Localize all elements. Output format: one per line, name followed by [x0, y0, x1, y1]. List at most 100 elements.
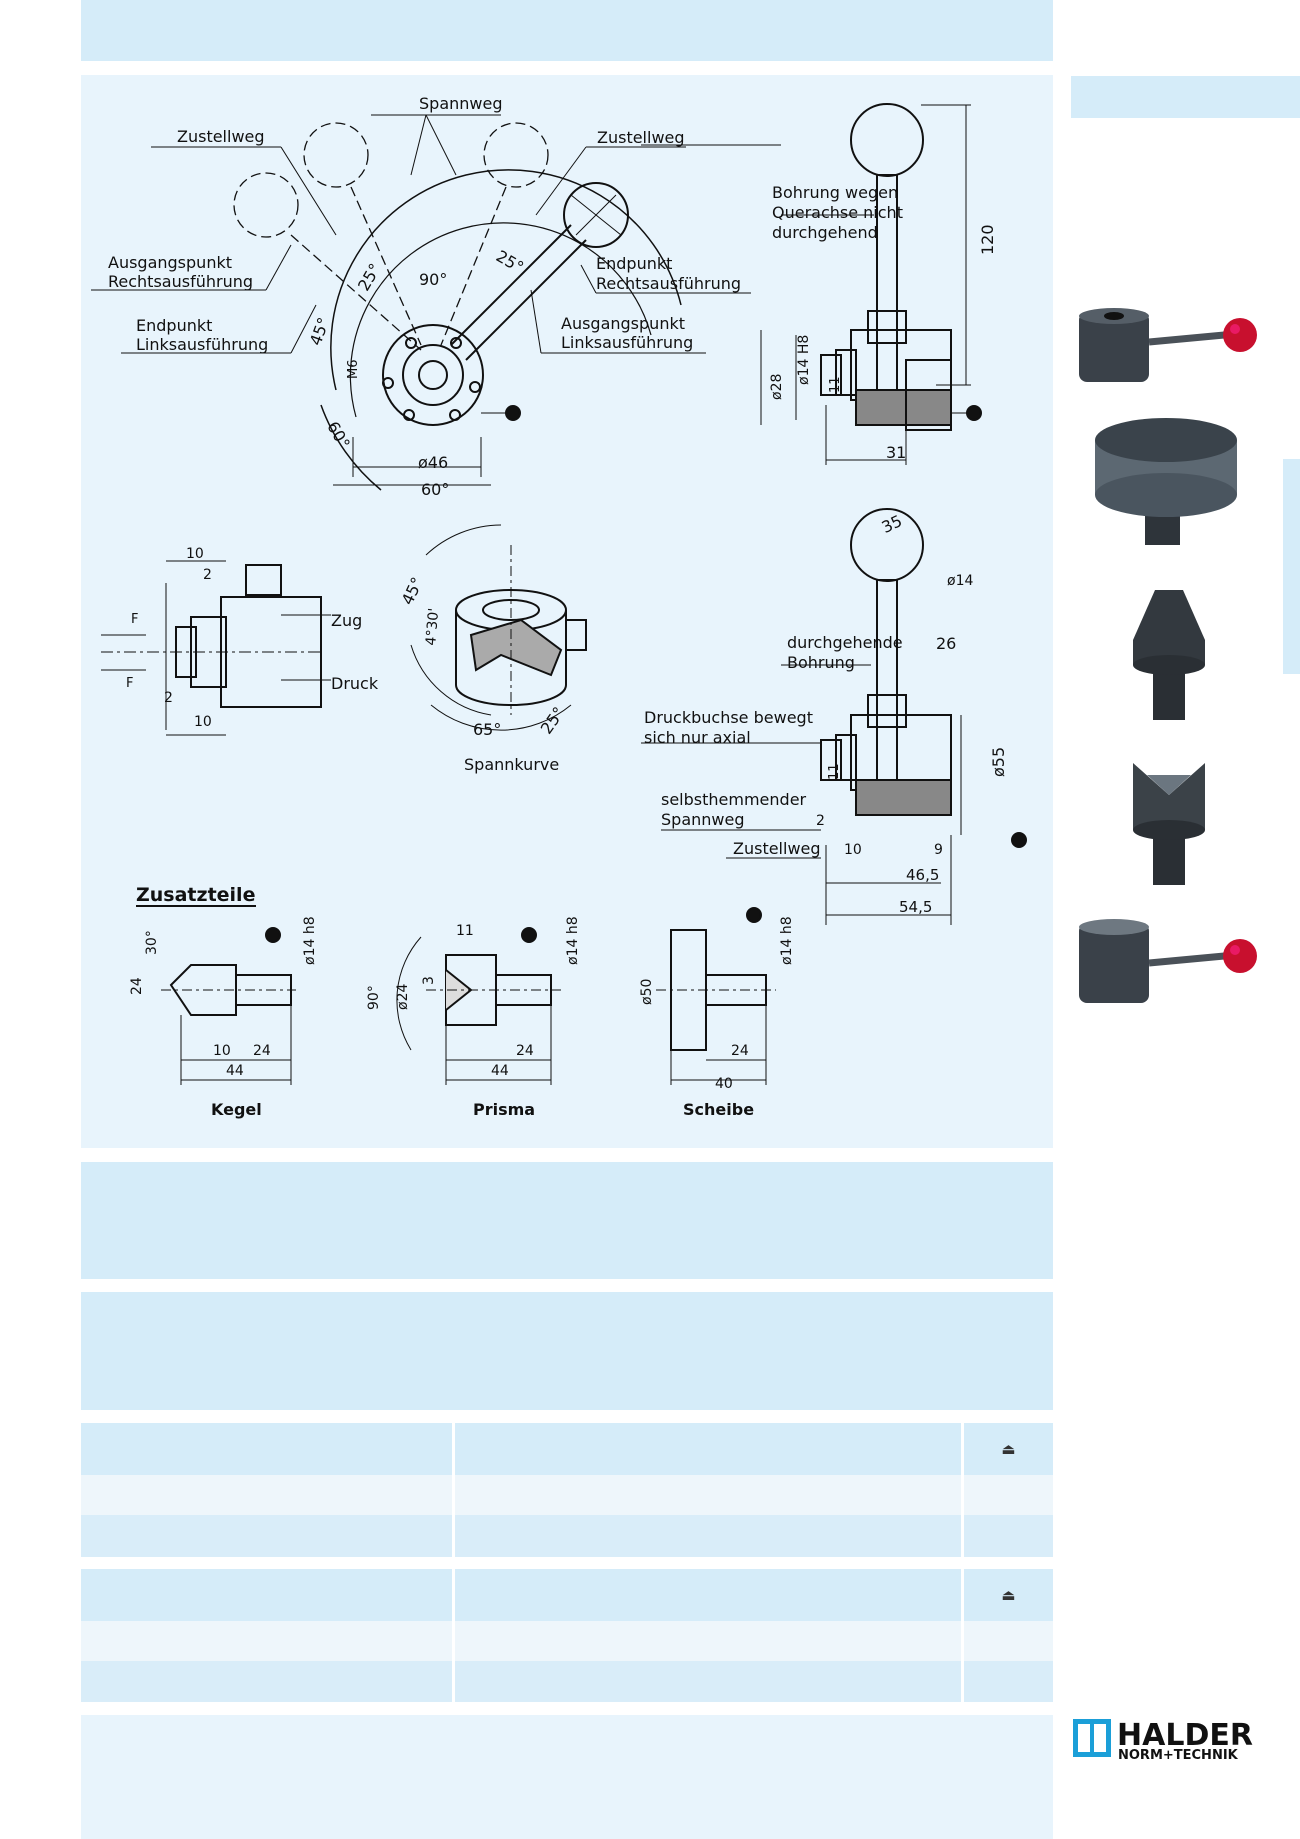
label-26: 26 — [936, 634, 956, 653]
table-cell — [455, 1621, 964, 1661]
technical-drawing: Spannweg Zustellweg Zustellweg Ausgangsp… — [91, 94, 1027, 1119]
table-cell — [81, 1515, 455, 1557]
table-cell — [964, 1515, 1053, 1557]
zusatzteile-title: Zusatzteile — [136, 884, 255, 906]
scheibe-dim-24: 24 — [731, 1043, 749, 1059]
kegel-name: Kegel — [211, 1100, 262, 1119]
table-cell — [81, 1423, 455, 1475]
label-angle-25-right: 25° — [493, 246, 527, 277]
table-cell — [964, 1475, 1053, 1515]
header-band — [81, 0, 1053, 61]
kegel-d14h8: ø14 h8 — [302, 916, 318, 965]
label-zug: Zug — [331, 611, 362, 630]
table-cell — [81, 1661, 455, 1702]
weight-icon: ⏏ — [1001, 1441, 1016, 1458]
label-zug-10-bottom: 10 — [194, 714, 212, 730]
label-force-f-top: F — [131, 612, 138, 627]
kegel-dim-24b: 24 — [253, 1043, 271, 1059]
product-photo-disc — [1095, 418, 1237, 545]
logo-brand: HALDER — [1117, 1718, 1253, 1753]
kegel-angle-30: 30° — [144, 930, 160, 955]
label-druck: Druck — [331, 674, 379, 693]
table-cell — [455, 1475, 964, 1515]
label-11-side2: 11 — [827, 763, 842, 780]
scheibe-name: Scheibe — [683, 1100, 754, 1119]
label-zustellweg-left: Zustellweg — [177, 127, 265, 146]
label-durch-2: Bohrung — [787, 653, 855, 672]
prisma-dim-3: 3 — [421, 976, 437, 985]
label-ausgang-rechts-2: Rechtsausführung — [108, 272, 253, 291]
table-row — [81, 1661, 1053, 1702]
halder-logo: HALDER NORM+TECHNIK — [1071, 1715, 1271, 1765]
weight-icon: ⏏ — [1001, 1587, 1016, 1604]
table-cell — [455, 1569, 964, 1621]
prisma-angle-90: 90° — [366, 985, 382, 1010]
label-spannweg: Spannweg — [419, 94, 502, 113]
label-2-side2: 2 — [816, 813, 825, 829]
table-cell — [964, 1661, 1053, 1702]
table-cell — [81, 1621, 455, 1661]
label-ausgang-links-1: Ausgangspunkt — [561, 314, 685, 333]
label-end-links-1: Endpunkt — [136, 316, 212, 335]
label-m6: M6 — [346, 360, 361, 380]
label-selbst-2: Spannweg — [661, 810, 744, 829]
product-photo-prism — [1133, 763, 1205, 885]
kegel-dim-24: 24 — [129, 977, 145, 995]
label-angle-25-left: 25° — [354, 260, 385, 294]
label-druckbuchse-1: Druckbuchse bewegt — [644, 708, 813, 727]
label-d46: ø46 — [418, 453, 448, 472]
label-bohrung-3: durchgehend — [772, 223, 878, 242]
table-1: ⏏ — [81, 1423, 1053, 1557]
label-angle-45: 45° — [306, 315, 334, 348]
label-zustellweg-right: Zustellweg — [597, 128, 685, 147]
prisma-d14h8: ø14 h8 — [565, 916, 581, 965]
label-kurve-4-30: 4°30' — [423, 607, 442, 646]
label-end-links-2: Linksausführung — [136, 335, 268, 354]
label-durch-1: durchgehende — [787, 633, 903, 652]
table-cell — [455, 1423, 964, 1475]
label-kurve-65: 65° — [473, 720, 501, 739]
label-zug-10-top: 10 — [186, 546, 204, 562]
label-120: 120 — [978, 224, 997, 255]
label-d55: ø55 — [989, 747, 1008, 777]
table-cell — [964, 1621, 1053, 1661]
table-row — [81, 1515, 1053, 1557]
table-2: ⏏ — [81, 1569, 1053, 1702]
table-cell — [81, 1569, 455, 1621]
label-end-rechts-2: Rechtsausführung — [596, 274, 741, 293]
description-band-1 — [81, 1162, 1053, 1279]
label-10-side2: 10 — [844, 842, 862, 858]
label-ausgang-rechts-1: Ausgangspunkt — [108, 253, 232, 272]
label-d28: ø28 — [769, 374, 785, 400]
scheibe-d14h8: ø14 h8 — [779, 916, 795, 965]
label-zug-2-top: 2 — [203, 567, 212, 583]
description-band-2 — [81, 1292, 1053, 1410]
label-9-side2: 9 — [934, 842, 943, 858]
label-bohrung-2: Querachse nicht — [772, 203, 903, 222]
prisma-d24: ø24 — [395, 984, 411, 1010]
label-d14-side2: ø14 — [947, 573, 973, 589]
label-ausgang-links-2: Linksausführung — [561, 333, 693, 352]
side-stripe — [1283, 459, 1300, 674]
label-d35: 35 — [879, 511, 905, 537]
table-row — [81, 1621, 1053, 1661]
label-11-top: 11 — [828, 376, 843, 393]
label-60: 60° — [421, 480, 449, 499]
label-54-5: 54,5 — [899, 898, 932, 916]
label-force-f-bottom: F — [126, 676, 133, 691]
table-row — [81, 1475, 1053, 1515]
prisma-dim-24b: 24 — [516, 1043, 534, 1059]
product-photo-cone — [1133, 590, 1205, 720]
label-end-rechts-1: Endpunkt — [596, 254, 672, 273]
prisma-dim-11: 11 — [456, 923, 474, 939]
label-31: 31 — [886, 443, 906, 462]
logo-sub: NORM+TECHNIK — [1118, 1748, 1239, 1763]
label-selbst-1: selbsthemmender — [661, 790, 807, 809]
label-kurve-25: 25° — [537, 703, 569, 737]
kegel-dim-10: 10 — [213, 1043, 231, 1059]
prisma-name: Prisma — [473, 1100, 535, 1119]
label-46-5: 46,5 — [906, 866, 939, 884]
table-header-row: ⏏ — [81, 1569, 1053, 1621]
label-zustellweg-side2: Zustellweg — [733, 839, 821, 858]
table-cell — [455, 1515, 964, 1557]
